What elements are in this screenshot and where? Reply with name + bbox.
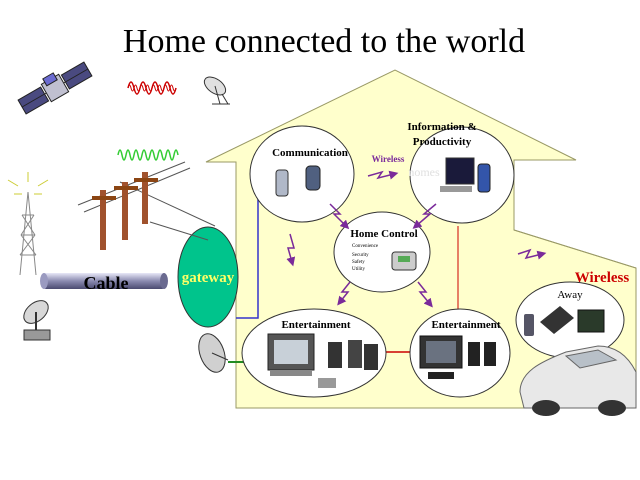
home-dish-icon <box>198 333 244 373</box>
entertainment-left-label: Entertainment <box>281 319 350 331</box>
mobile-icon <box>305 165 321 191</box>
information-node[interactable]: Information & Productivity <box>407 121 515 224</box>
cable-pipe <box>40 273 168 289</box>
speaker-icon <box>484 342 496 366</box>
radio-wave-green-icon <box>117 149 179 161</box>
home-control-item: Security <box>352 253 369 258</box>
wireless-link <box>517 248 547 260</box>
wireless-link <box>417 281 433 308</box>
entertainment-right-label: Entertainment <box>431 319 500 331</box>
vcr-icon <box>428 372 454 379</box>
camera-icon <box>318 378 336 388</box>
tv-stand-icon <box>270 370 312 376</box>
mobile-phone-icon <box>524 314 534 336</box>
diagram-title: Home connected to the world <box>123 23 525 60</box>
computer-tower-icon <box>477 163 491 193</box>
speaker-icon <box>328 342 342 368</box>
away-label: Away <box>557 289 583 301</box>
computer-monitor-icon <box>445 157 475 185</box>
information-label-2: Productivity <box>413 136 472 148</box>
home-control-label: Home Control <box>350 228 417 240</box>
car-icon <box>519 345 637 416</box>
tv-screen-icon <box>426 341 456 363</box>
wireless-link <box>412 203 437 229</box>
home-control-node[interactable]: Home Control Convenience Security Safety… <box>333 211 431 293</box>
speaker-icon <box>348 340 362 368</box>
gateway-node[interactable] <box>177 226 239 328</box>
tv-screen-icon <box>274 340 308 364</box>
satellite-icon <box>17 61 93 115</box>
keyboard-icon <box>440 186 472 192</box>
wireless-link <box>337 281 351 306</box>
away-node[interactable]: Away <box>515 281 625 359</box>
house-annex-roof <box>513 229 637 269</box>
wireless-link <box>286 233 296 267</box>
wireless-small-label: Wireless <box>372 154 405 164</box>
satellite-dish-sky-icon <box>203 76 230 105</box>
wireless-link <box>329 203 350 230</box>
ground-dish-icon <box>23 300 51 341</box>
wireless-links <box>286 170 547 308</box>
communication-node[interactable]: Communication <box>249 125 355 223</box>
gateway-label: gateway <box>182 270 235 286</box>
home-control-item: Utility <box>352 267 366 272</box>
ghost-label: nomes <box>408 165 440 179</box>
laptop-icon <box>540 306 574 334</box>
radio-tower-icon <box>7 172 49 276</box>
wire-blue <box>236 196 259 319</box>
utility-poles-icon <box>77 161 216 250</box>
speaker-icon <box>364 344 378 370</box>
home-control-item: Safety <box>352 260 365 265</box>
information-label-1: Information & <box>407 121 476 133</box>
entertainment-left-node[interactable]: Entertainment <box>241 308 387 398</box>
cable-label: Cable <box>84 273 129 293</box>
radio-wave-red-icon <box>127 81 177 95</box>
communication-label: Communication <box>272 147 348 159</box>
home-control-item: Convenience <box>352 244 379 249</box>
wireless-link <box>367 170 399 180</box>
control-panel-screen-icon <box>398 256 410 262</box>
wireless-large-label: Wireless <box>575 270 630 286</box>
phone-icon <box>275 169 289 197</box>
entertainment-right-node[interactable]: Entertainment <box>409 308 511 398</box>
wire-pole-gateway <box>149 221 209 241</box>
pda-icon <box>577 309 605 333</box>
speaker-icon <box>468 342 480 366</box>
